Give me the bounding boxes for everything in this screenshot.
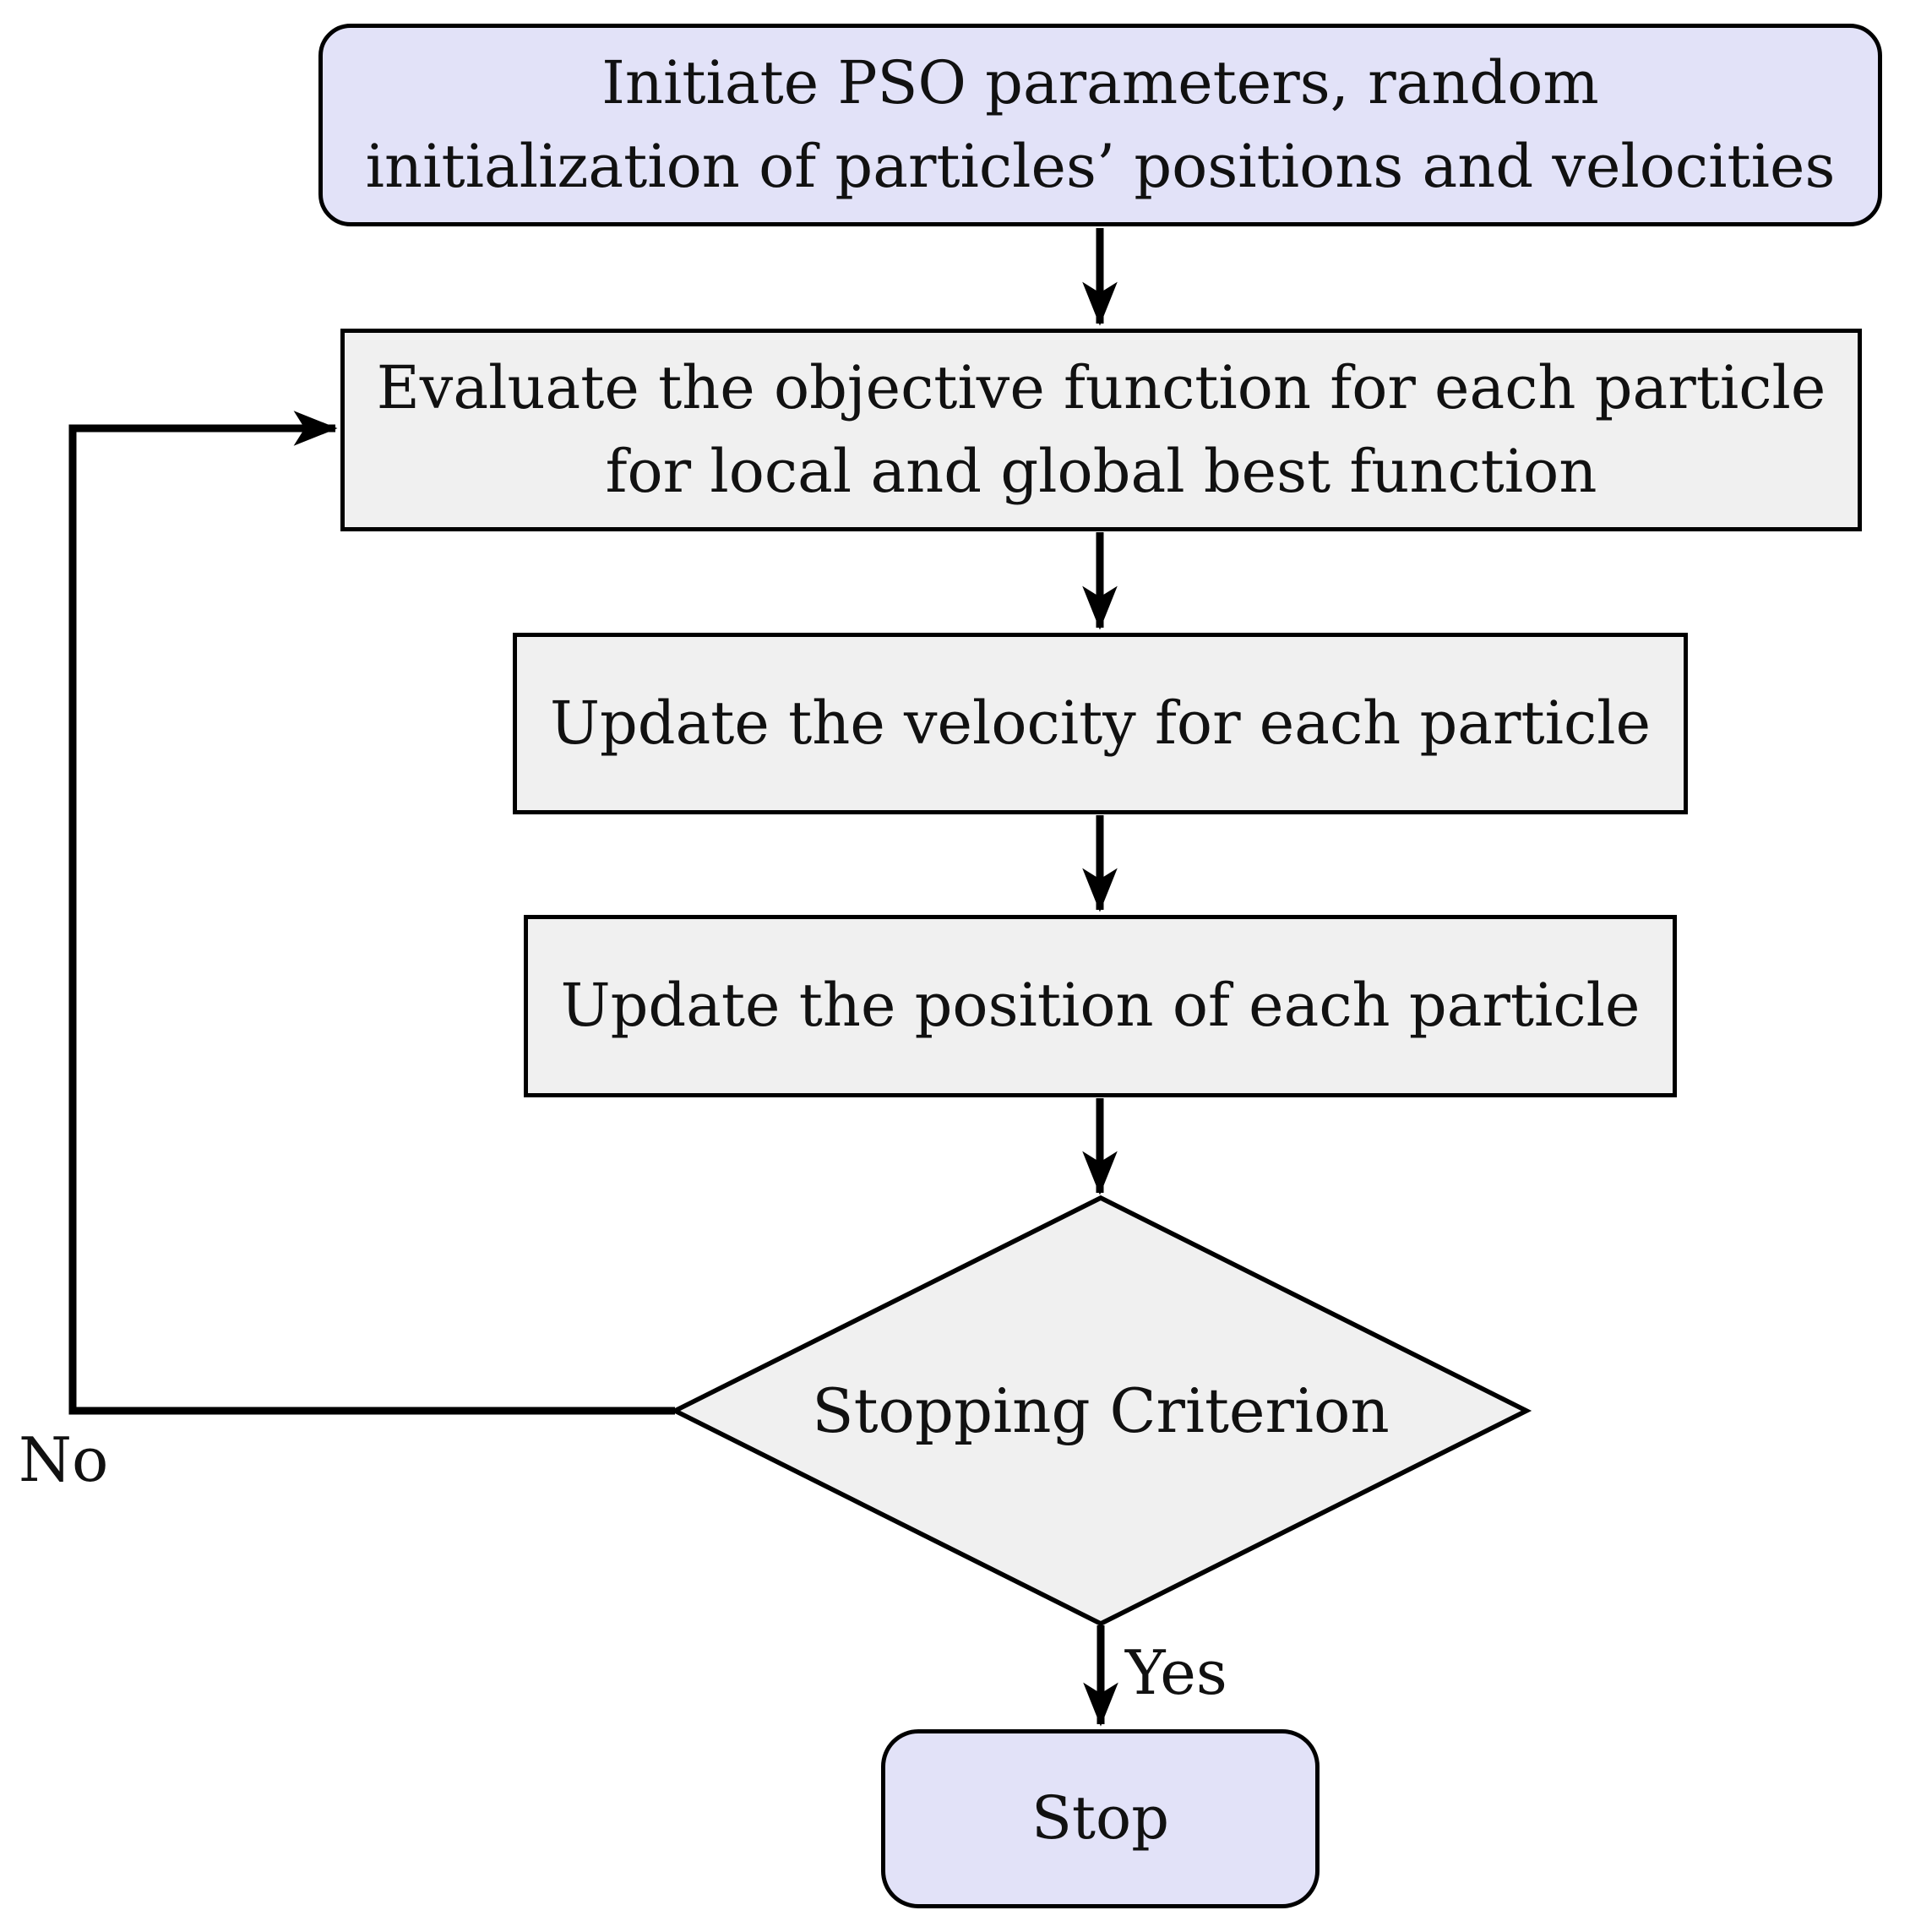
update-position-node: Update the position of each particle [524,915,1677,1097]
start-node-text-line1: Initiate PSO parameters, random [601,47,1599,117]
start-node-text-line2: initialization of particles’ positions a… [365,132,1836,201]
start-node: Initiate PSO parameters, random initiali… [318,24,1882,226]
decision-diamond-label: Stopping Criterion [812,1375,1390,1446]
evaluate-node-text-line1: Evaluate the objective function for each… [376,352,1826,422]
arrow-no-loop-to-evaluate [68,411,675,1415]
evaluate-node-text-line2: for local and global best function [605,437,1597,506]
update-position-node-text: Update the position of each particle [560,971,1641,1041]
yes-edge-label: Yes [1125,1637,1227,1708]
decision-diamond-shape [669,1195,1532,1627]
no-edge-label: No [19,1424,109,1495]
stop-node-text: Stop [1031,1783,1170,1853]
evaluate-node: Evaluate the objective function for each… [340,329,1862,531]
update-velocity-node: Update the velocity for each particle [513,633,1688,814]
update-velocity-node-text: Update the velocity for each particle [549,688,1652,758]
stop-node: Stop [881,1729,1320,1908]
